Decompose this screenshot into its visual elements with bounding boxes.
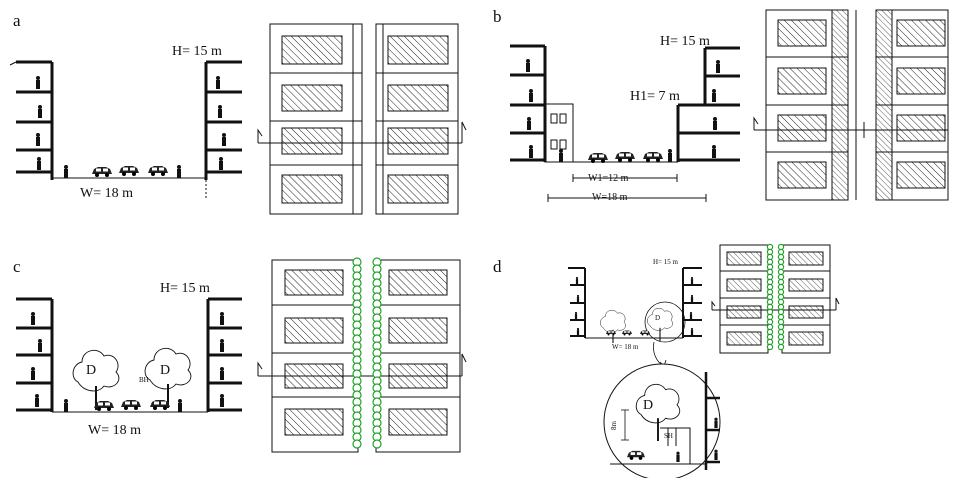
panel-b-inner-height-label: H1= 7 m — [630, 89, 680, 104]
panel-d-width-label: W= 18 m — [612, 343, 639, 351]
panel-d-section — [568, 267, 702, 367]
panel-c-cars — [94, 400, 170, 411]
panel-c-width-label: W= 18 m — [88, 423, 141, 438]
panel-b-letter: b — [493, 7, 502, 26]
panel-c-tree-label-right: D — [160, 363, 170, 378]
panel-b-inner-width-label: W1=12 m — [588, 173, 629, 184]
panel-a-cars — [92, 166, 168, 177]
panel-a-letter: a — [13, 11, 21, 30]
panel-b-plan — [753, 9, 949, 201]
panel-c-height-label: H= 15 m — [160, 281, 210, 296]
vegetation-leaf — [372, 439, 382, 449]
panel-c-people — [31, 312, 224, 412]
panel-c-vegetation — [352, 257, 382, 449]
panel-b-height-label: H= 15 m — [660, 34, 710, 49]
panel-d-zoom-detail: D 8m SH — [603, 363, 721, 478]
panel-a-height-label: H= 15 m — [172, 44, 222, 59]
panel-b-people — [526, 59, 720, 162]
panel-b-section — [510, 44, 740, 202]
vegetation-leaf — [766, 343, 774, 351]
panel-d-zoom-tree-label: D — [643, 398, 653, 413]
panel-a-people — [36, 76, 226, 178]
panel-c-section — [16, 297, 242, 413]
panel-c-bench-label: BH — [139, 376, 149, 384]
panel-b: b H= 15 m H1= 7 m — [493, 7, 949, 203]
panel-d-plan — [711, 244, 840, 354]
panel-d-vegetation — [766, 243, 785, 351]
panel-d-zoom-bench-label: SH — [664, 432, 673, 440]
panel-d: d H= 15 m D — [493, 243, 840, 478]
panel-c-letter: c — [13, 257, 21, 276]
panel-a-plan — [257, 23, 467, 215]
panel-d-cars — [606, 330, 650, 336]
panel-c: c H= 15 m D D BH — [13, 257, 467, 453]
panel-b-cars — [588, 152, 663, 163]
panel-a: a H= 15 m — [9, 11, 467, 215]
panel-b-width-label: W=18 m — [592, 192, 628, 203]
panel-c-plan — [257, 259, 467, 453]
panel-c-tree-label-left: D — [86, 363, 96, 378]
panel-d-height-label: H= 15 m — [653, 258, 679, 266]
panel-d-tree-label: D — [655, 314, 660, 322]
panel-c-trees: D D BH — [72, 347, 192, 411]
panel-a-width-label: W= 18 m — [80, 186, 133, 201]
vegetation-leaf — [777, 343, 785, 351]
panel-d-letter: d — [493, 257, 502, 276]
panel-d-people — [574, 276, 694, 335]
panel-a-section — [9, 60, 242, 200]
panel-d-zoom-height-label: 8m — [610, 421, 618, 431]
vegetation-leaf — [352, 439, 362, 449]
